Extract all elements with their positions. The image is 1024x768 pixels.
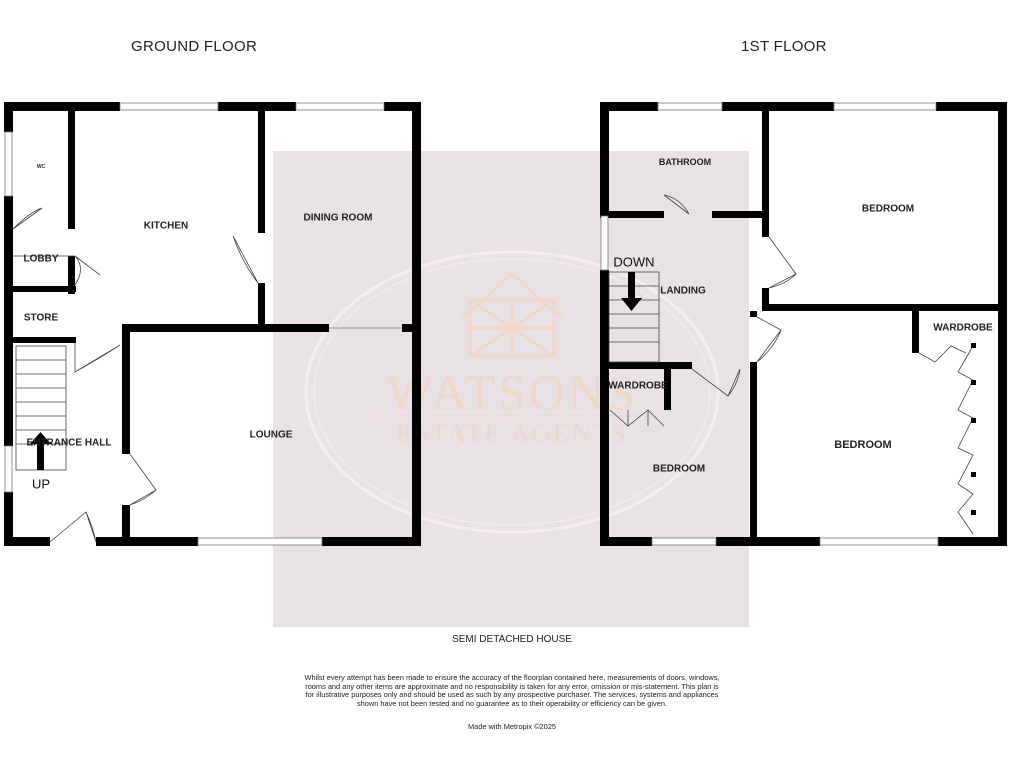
gf-wall-left-top: [4, 102, 13, 132]
gf-window-hall: [4, 445, 13, 493]
room-label-bedroom-small: BEDROOM: [652, 463, 706, 475]
room-label-bedroom-rear: BEDROOM: [861, 203, 915, 215]
ff-window-bed3: [651, 537, 717, 546]
room-label-kitchen: KITCHEN: [143, 220, 189, 232]
ff-bed1-bottom: [762, 304, 1007, 311]
ff-bath-wall-right: [712, 211, 764, 218]
gf-lounge-top-right: [402, 324, 414, 332]
ff-wardrobe-left: [912, 311, 919, 353]
ff-window-bed1: [833, 102, 937, 111]
gf-wall-top-right: [384, 102, 421, 111]
gf-wall-bottom-mid: [96, 537, 198, 546]
gf-door-swings: [12, 207, 259, 543]
watermark-house-icon: [461, 272, 563, 358]
room-label-landing: LANDING: [660, 285, 706, 297]
gf-wall-right: [412, 102, 421, 546]
ff-wardrobe-small-top: [600, 362, 692, 369]
ff-window-landing: [600, 215, 609, 271]
first-floor-title: 1ST FLOOR: [741, 38, 827, 55]
ff-door-swings: [609, 194, 974, 535]
room-label-wardrobe-small: WARDROBE: [608, 380, 668, 392]
gf-window-lounge: [197, 537, 323, 546]
ff-wall-top-left: [600, 102, 658, 111]
gf-stairs: [15, 345, 67, 471]
gf-window-dining: [295, 102, 385, 111]
gf-lounge-left-top: [122, 324, 130, 454]
ff-wardrobe-hinges: [971, 343, 976, 515]
gf-wall-left-bottom: [4, 492, 13, 546]
gf-window-wc: [4, 131, 13, 197]
room-label-bathroom: BATHROOM: [658, 157, 712, 167]
ff-bed1-left-top: [762, 111, 769, 237]
gf-kd-wall-top: [258, 111, 265, 233]
ff-bed1-left-bottom: [762, 288, 769, 308]
gf-store-base: [4, 337, 76, 343]
room-label-dining-room: DINING ROOM: [303, 212, 373, 224]
room-label-lobby: LOBBY: [23, 253, 59, 265]
gf-kitchen-wall: [68, 256, 75, 294]
ground-floor-plan: [4, 102, 421, 546]
room-label-entrance-hall: ENTRANCE HALL: [26, 437, 112, 449]
ff-window-bath: [657, 102, 723, 111]
gf-wall-top-left: [4, 102, 120, 111]
ff-wall-right: [998, 102, 1007, 546]
gf-kd-wall-bottom: [258, 283, 265, 331]
stairs-down-label: DOWN: [613, 254, 655, 270]
room-label-bedroom-front: BEDROOM: [834, 439, 892, 451]
ff-wall-bottom-left: [600, 537, 652, 546]
room-label-store: STORE: [23, 312, 59, 324]
gf-wall-left-mid: [4, 196, 13, 446]
gf-wall-bottom-left: [4, 537, 50, 546]
ff-wall-top-right: [936, 102, 1007, 111]
room-label-lounge: LOUNGE: [249, 429, 293, 441]
ground-floor-title: GROUND FLOOR: [131, 38, 258, 55]
ff-wall-left-bottom: [600, 270, 609, 546]
gf-wall-bottom-right: [322, 537, 421, 546]
first-floor-plan: [600, 102, 1007, 546]
gf-wall-top-mid: [218, 102, 296, 111]
ff-wall-left-top: [600, 102, 609, 216]
ff-bed2-left: [750, 362, 757, 546]
watermark-ellipse: [304, 250, 720, 534]
credit-text: Made with Metropix ©2025: [467, 722, 557, 731]
gf-lounge-top: [122, 324, 329, 332]
watermark-subtitle: ESTATE AGENTS: [395, 418, 629, 449]
down-arrow-icon: [621, 272, 642, 311]
ff-wall-bottom-right: [938, 537, 1007, 546]
ff-window-bed2: [819, 537, 939, 546]
gf-lounge-left-bottom: [122, 505, 130, 542]
stairs-up-label: UP: [31, 476, 51, 492]
ff-bed2-left-top: [750, 311, 757, 317]
room-label-wc: WC: [36, 164, 46, 170]
ff-bath-wall-left: [600, 211, 664, 218]
gf-wc-wall: [68, 111, 75, 229]
disclaimer-text: Whilst every attempt has been made to en…: [304, 673, 720, 708]
property-type-caption: SEMI DETACHED HOUSE: [452, 634, 572, 645]
gf-window-kitchen: [119, 102, 219, 111]
up-arrow-icon: [30, 432, 51, 470]
ff-wall-top-mid: [722, 102, 834, 111]
watermark-title: WATSONS: [386, 364, 638, 420]
ff-wardrobe-small-right: [664, 362, 671, 410]
gf-lobby-base: [4, 286, 76, 292]
ff-wall-bottom-mid: [716, 537, 820, 546]
room-label-wardrobe: WARDROBE: [933, 322, 993, 334]
